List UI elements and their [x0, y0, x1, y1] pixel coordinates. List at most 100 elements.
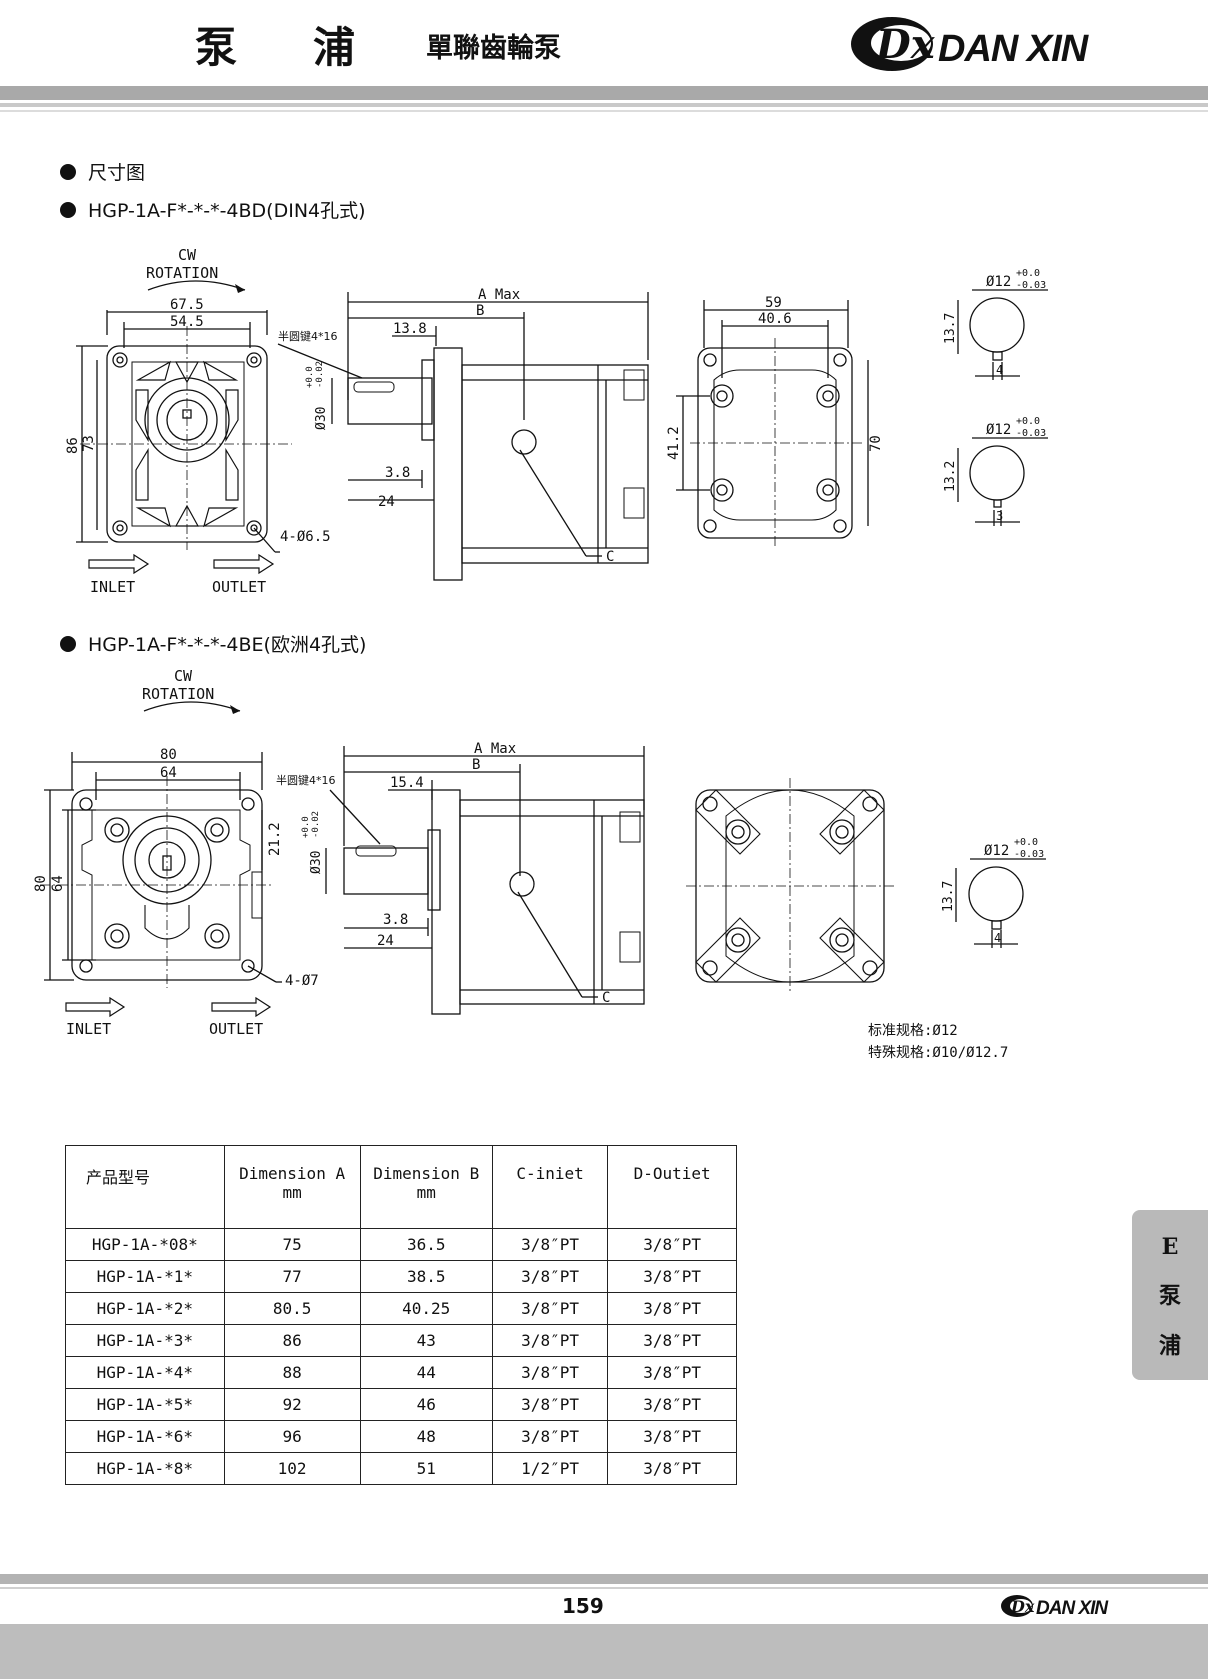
bd-shaft1-dia: Ø12 [986, 274, 1011, 290]
page-title: 泵浦 [195, 14, 357, 75]
model-heading-bd: HGP-1A-F*-*-*-4BD(DIN4孔式) [60, 196, 366, 223]
be-side-view: A Max B 15.4 半圆键4*16 C Ø30 +0.0 -0.02 3.… [276, 741, 645, 1015]
bd-shaft-end-2: Ø12 +0.0 -0.03 13.2 3 [943, 416, 1048, 526]
bd-b-dim: B [476, 303, 484, 319]
bd-shaft-end-1: Ø12 +0.0 -0.03 13.7 4 [943, 268, 1048, 380]
th-d-outlet: D-Outiet [607, 1145, 737, 1229]
bd-rotation-label: ROTATION [146, 264, 218, 282]
be-width-inner: 64 [160, 765, 177, 781]
bullet-icon [60, 636, 76, 652]
bd-outlet-label: OUTLET [212, 578, 266, 596]
bd-port-circle [511, 429, 537, 455]
be-shaft-circle [968, 866, 1024, 922]
be-shaft-tol-lower: -0.02 [311, 811, 321, 838]
bd-shaft-tol-lower: -0.02 [315, 361, 325, 388]
footer-logo-wordmark: DAN XIN [1036, 1598, 1109, 1619]
bd-front-view: CW ROTATION 67.5 54.5 86 73 [65, 246, 331, 596]
header-rule-thin [0, 110, 1208, 112]
drawing-be: CW ROTATION 80 64 80 64 [33, 667, 1046, 1038]
footer-brand-logo: Dx DAN XIN [1001, 1595, 1110, 1619]
section-side-tab[interactable]: E 泵 浦 [1132, 1210, 1208, 1380]
be-height-outer: 80 [33, 875, 49, 892]
bd-inlet-label: INLET [90, 578, 135, 596]
bd-shaft2-tol-upper: +0.0 [1016, 416, 1040, 427]
page-number: 159 [562, 1594, 604, 1618]
bd-shaft [347, 377, 433, 425]
be-shaft-key-height: 13.7 [941, 881, 956, 912]
bullet-icon [60, 164, 76, 180]
bd-rear-width-inner: 40.6 [758, 311, 792, 327]
be-a-max: A Max [474, 741, 516, 757]
bd-shaft2-height: 13.2 [943, 461, 958, 492]
be-flange [431, 789, 461, 1015]
be-rear-view [686, 778, 894, 992]
bd-width-outer: 67.5 [170, 297, 204, 313]
model-heading-be: HGP-1A-F*-*-*-4BE(欧洲4孔式) [60, 630, 366, 657]
footer-rule-thin [0, 1587, 1208, 1589]
be-outlet-label: OUTLET [209, 1020, 263, 1038]
be-b-dim: B [472, 757, 480, 773]
bd-height-outer: 86 [65, 437, 81, 454]
bd-rotation-arrowhead [235, 284, 245, 293]
brand-logo-mark: Dx [875, 21, 936, 68]
th-model: 产品型号 [65, 1145, 225, 1229]
be-offset: 21.2 [267, 822, 283, 856]
bd-a-max: A Max [478, 287, 520, 303]
bd-flange-step: 3.8 [385, 465, 410, 481]
bd-shaft-dia: Ø30 [314, 407, 329, 430]
bd-port-c: C [606, 549, 614, 565]
be-port-c: C [602, 990, 610, 1006]
be-front-view: CW ROTATION 80 64 80 64 [33, 667, 319, 1038]
bd-shaft2-tol-lower: -0.03 [1016, 428, 1046, 439]
header-rule-thick [0, 86, 1208, 100]
side-tab-char2: 浦 [1158, 1333, 1181, 1359]
title-char-pump: 泵 [195, 23, 240, 72]
bd-front-flange-inner [131, 361, 245, 527]
be-shaft-dia: Ø30 [309, 851, 324, 874]
be-key-label: 半圆键4*16 [276, 773, 336, 787]
bd-shaft1-height: 13.7 [943, 313, 958, 344]
bd-shaft-len: 24 [378, 494, 395, 510]
header-rule-medium [0, 103, 1208, 107]
be-pump-body [459, 799, 645, 1005]
bd-rear-width-outer: 59 [765, 295, 782, 311]
bd-rotation-arrow [147, 280, 246, 291]
footer-rule-thick [0, 1574, 1208, 1584]
be-outlet-arrow-icon [211, 996, 272, 1018]
dimension-heading: 尺寸图 [60, 158, 145, 185]
be-width-outer: 80 [160, 747, 177, 763]
bd-inlet-arrow-icon [88, 553, 150, 575]
bd-shaft2-dia: Ø12 [986, 422, 1011, 438]
side-tab-char1: 泵 [1158, 1283, 1181, 1309]
be-shaft-key-width: 4 [994, 931, 1001, 945]
be-holes-label: 4-Ø7 [285, 973, 319, 989]
bd-side-view: A Max B 13.8 半圆键4*16 C Ø30 +0.0 -0.02 3.… [277, 287, 649, 581]
bd-rotation-cw: CW [178, 246, 197, 264]
title-char-pu: 浦 [313, 23, 358, 72]
be-port-circle [509, 871, 535, 897]
be-shaft-key-tol-lower: -0.03 [1014, 849, 1044, 860]
bd-width-inner: 54.5 [170, 314, 204, 330]
bd-rear-view: 59 40.6 41.2 70 [666, 295, 884, 546]
be-rotation-cw: CW [174, 667, 193, 685]
footer-logo-swoosh-cut [1010, 1599, 1032, 1613]
bd-shaft-tol-upper: +0.0 [305, 366, 315, 388]
bd-shaft1-tol-upper: +0.0 [1016, 268, 1040, 279]
footer-band [0, 1624, 1208, 1679]
bd-outlet-arrow-icon [213, 553, 275, 575]
be-shaft-collar [427, 829, 441, 911]
bd-shaft2-circle [969, 445, 1025, 501]
bd-holes-label: 4-Ø6.5 [280, 529, 331, 545]
note-special: 特殊规格:Ø10/Ø12.7 [868, 1045, 1009, 1061]
be-shaft-tol-upper: +0.0 [301, 816, 311, 838]
bd-rear-height-outer: 70 [868, 435, 884, 452]
